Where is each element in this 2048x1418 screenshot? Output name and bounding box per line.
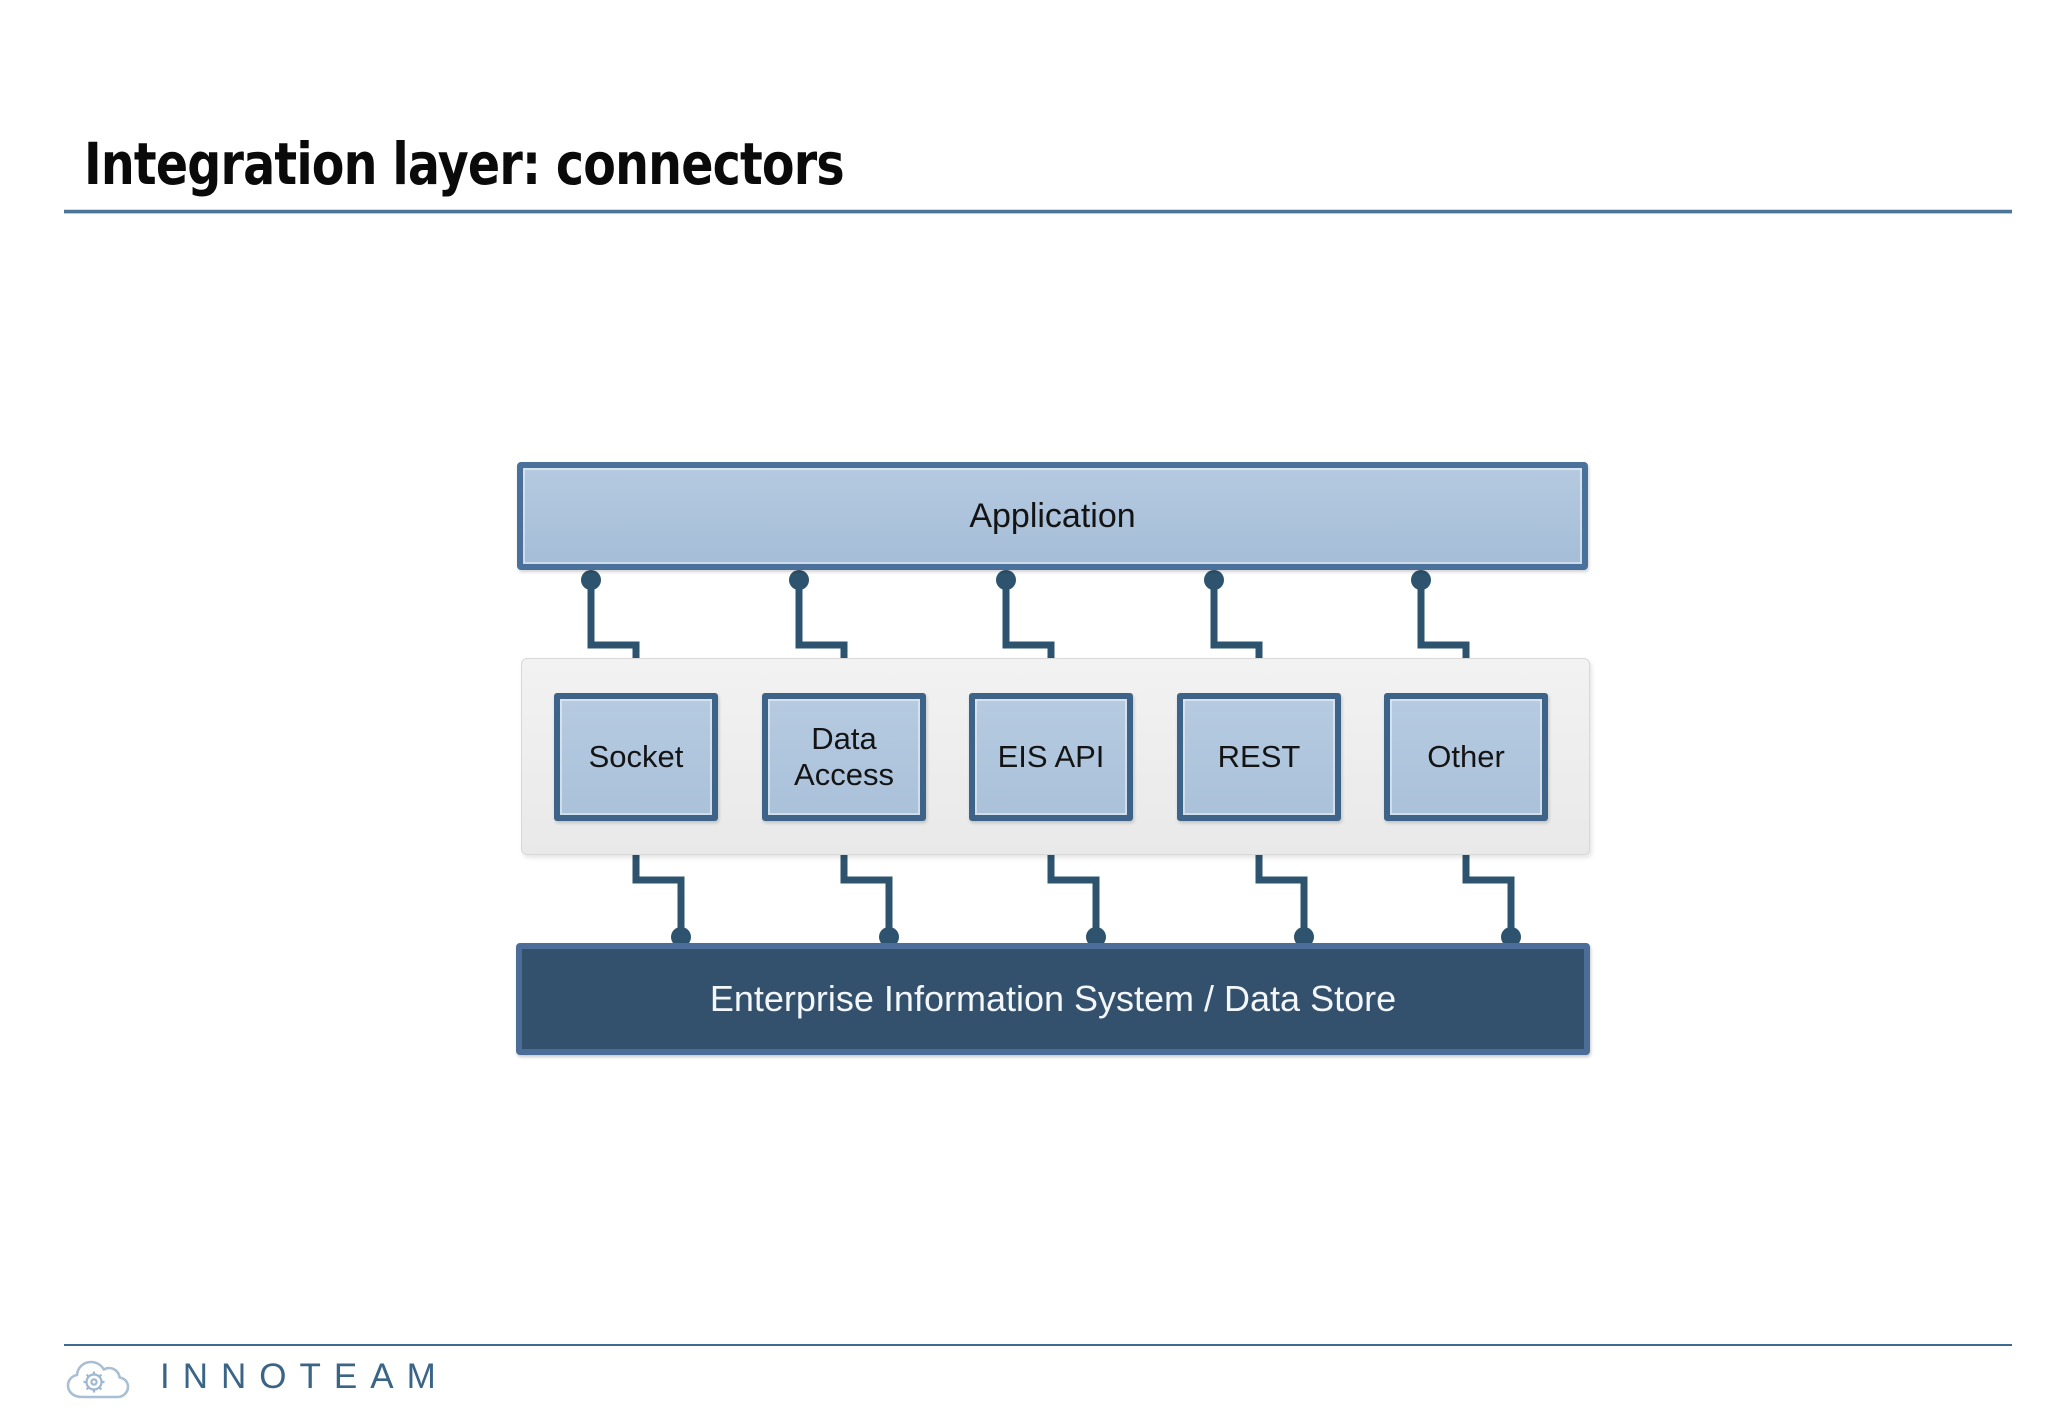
application-box: Application xyxy=(517,462,1588,570)
connector-box-data-access: Data Access xyxy=(762,693,926,821)
application-label: Application xyxy=(969,496,1136,535)
eis-box: Enterprise Information System / Data Sto… xyxy=(516,943,1590,1055)
connector-box-rest: REST xyxy=(1177,693,1341,821)
connector-label: REST xyxy=(1217,739,1301,775)
connector-box-socket: Socket xyxy=(554,693,718,821)
brand-name: INNOTEAM xyxy=(160,1357,449,1396)
connector-box-other: Other xyxy=(1384,693,1548,821)
connector-label: Socket xyxy=(588,739,684,775)
connector-box-eis-api: EIS API xyxy=(969,693,1133,821)
eis-label: Enterprise Information System / Data Sto… xyxy=(709,978,1397,1019)
title-divider xyxy=(64,210,2012,213)
connector-label: EIS API xyxy=(997,739,1105,775)
brand-logo: INNOTEAM xyxy=(64,1352,449,1402)
footer-divider xyxy=(64,1344,2012,1346)
page-title: Integration layer: connectors xyxy=(84,130,845,198)
connector-label: Other xyxy=(1427,739,1505,775)
connector-label: Data Access xyxy=(794,721,894,792)
cloud-gear-icon xyxy=(66,1360,130,1399)
